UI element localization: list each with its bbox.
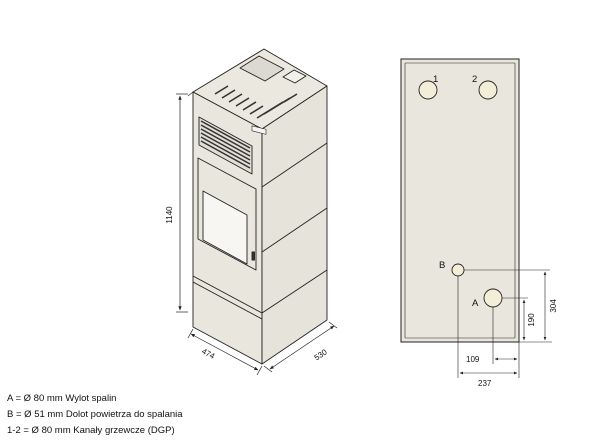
label-b: B [439,260,445,271]
front-panel-joint [192,275,263,314]
front-panel-joint [192,281,263,320]
label-2: 2 [472,74,477,85]
rear-edge [187,91,194,97]
height-dimension: 1140 [165,206,174,224]
control-panel [239,55,285,82]
dim-190: 190 [527,313,536,327]
side-panel-joint [261,142,328,188]
dim-304: 304 [549,299,558,313]
heating-duct-1 [418,80,438,100]
width-dimension: 474 [200,347,216,361]
legend-line-b: B = Ø 51 mm Dolot powietrza do spalania [7,409,183,420]
heating-duct-2 [478,80,498,100]
legend-line-a: A = Ø 80 mm Wylot spalin [7,393,117,404]
door-glass [202,190,248,265]
label-a: A [472,298,479,309]
rear-dimensions [457,269,552,378]
legend-line-1-2: 1-2 = Ø 80 mm Kanały grzewcze (DGP) [7,425,175,436]
door-handle [251,251,255,261]
rear-view [400,58,520,343]
stove-isometric-view [187,48,328,365]
stove-side-face [261,85,328,365]
side-panel-joint [261,269,328,314]
flue-outlet-a [483,288,503,308]
fuel-hopper-lid [282,69,307,84]
depth-dimension: 530 [313,347,330,362]
stove-dimensions [176,93,338,376]
label-1: 1 [433,74,438,85]
grille-slats [200,120,251,169]
side-panel-joint [261,207,328,253]
display-window [251,125,267,135]
air-inlet-b [451,263,465,277]
top-vent-slots [214,85,298,119]
dim-109: 109 [466,355,480,364]
dim-237: 237 [478,379,492,388]
